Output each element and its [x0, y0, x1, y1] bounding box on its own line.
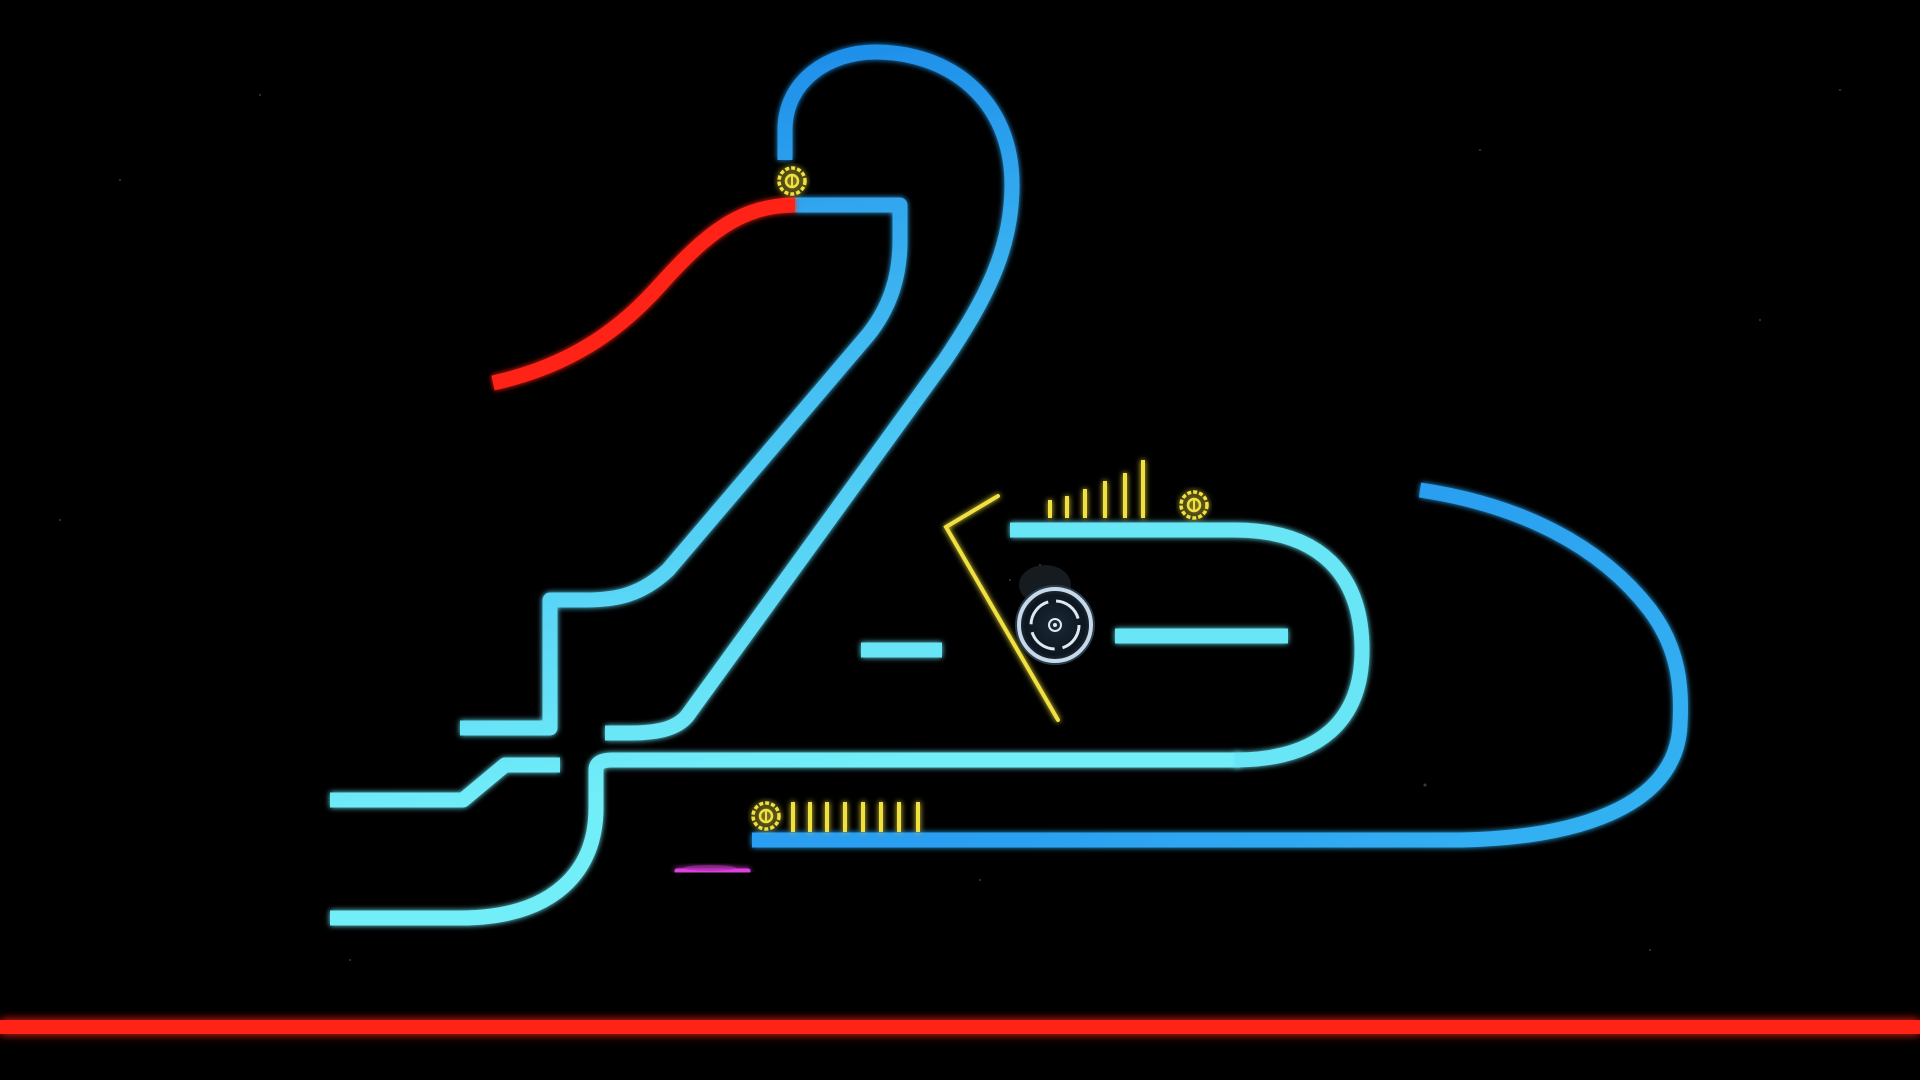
spike-group-upper: [1048, 460, 1145, 518]
player-ball-icon[interactable]: [1015, 565, 1095, 665]
flipper-bar[interactable]: [943, 494, 1060, 722]
track-middle-loop: [861, 522, 1370, 768]
hazard-red-curve: [491, 197, 796, 391]
track-main-hook: [330, 44, 1240, 926]
gear-checkpoint-icon[interactable]: [777, 166, 807, 196]
track-right-loop: [752, 482, 1689, 848]
gear-checkpoint-icon[interactable]: [751, 801, 781, 831]
hazard-floor-laser: [0, 1020, 1920, 1034]
background-stars: [59, 89, 1841, 961]
boost-pad[interactable]: [674, 865, 751, 874]
gear-checkpoint-icon[interactable]: [1179, 490, 1209, 520]
spike-group-lower: [791, 802, 920, 832]
